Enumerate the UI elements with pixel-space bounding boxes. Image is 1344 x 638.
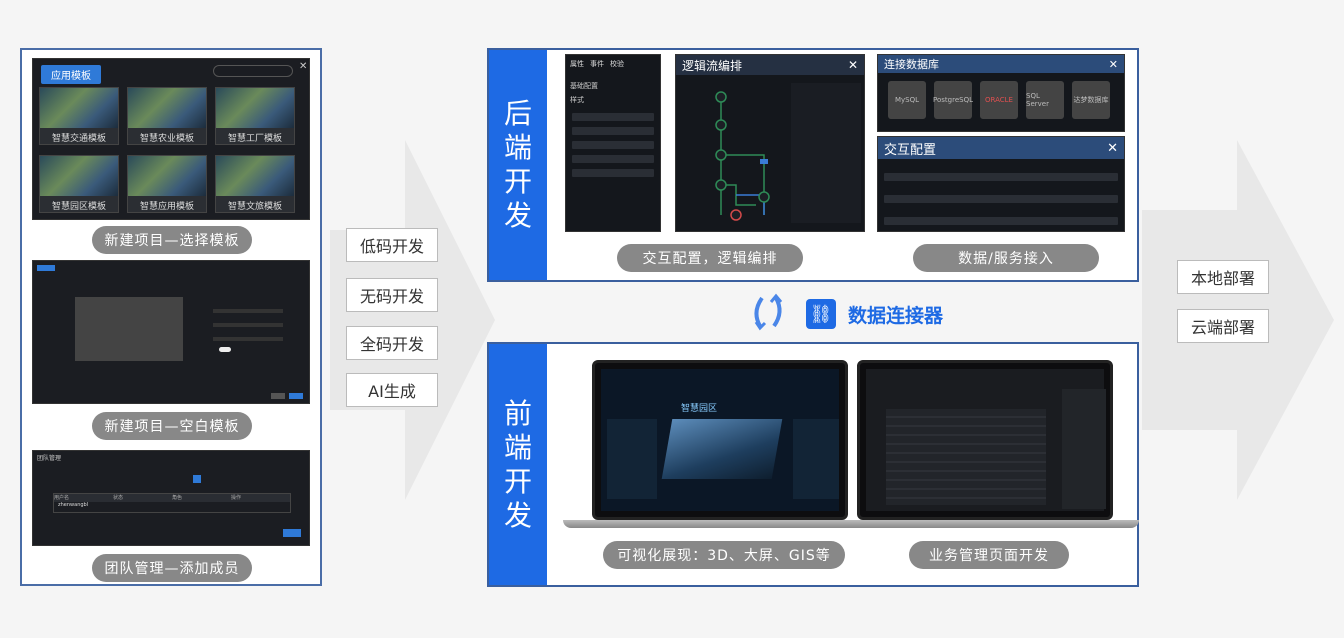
flow-editor: 逻辑流编排 ✕ xyxy=(675,54,865,232)
confirm-button[interactable] xyxy=(289,393,303,399)
dashboard-title: 智慧园区 xyxy=(681,401,717,414)
blank-template-screenshot xyxy=(32,260,310,404)
flow-title: 逻辑流编排 xyxy=(682,57,742,74)
flow-graph xyxy=(676,75,866,231)
caption-team-management: 团队管理—添加成员 xyxy=(92,554,252,582)
db-title: 连接数据库 xyxy=(884,56,939,72)
backend-box: 后端开发 属性 事件 校验 基础配置 样式 逻辑流编排 ✕ xyxy=(487,48,1139,282)
backend-label: 后端开发 xyxy=(489,50,547,280)
method-no-code: 无码开发 xyxy=(346,278,438,312)
interact-title: 交互配置 xyxy=(884,139,936,158)
close-icon[interactable]: ✕ xyxy=(299,61,307,72)
add-member-button[interactable] xyxy=(193,475,201,483)
template-tile[interactable]: 智慧农业模板 xyxy=(127,87,207,145)
method-arrow xyxy=(330,140,500,500)
cancel-button[interactable] xyxy=(271,393,285,399)
caption-business-pages: 业务管理页面开发 xyxy=(909,541,1069,569)
team-user: zhenwangbl xyxy=(54,502,290,508)
interaction-config-window: 交互配置 ✕ xyxy=(877,136,1125,232)
props-style[interactable]: 样式 xyxy=(566,93,660,107)
caption-interaction-logic: 交互配置，逻辑编排 xyxy=(617,244,803,272)
tab-props[interactable]: 属性 xyxy=(570,59,584,69)
frontend-label: 前端开发 xyxy=(489,344,547,585)
db-close-icon[interactable]: ✕ xyxy=(1109,58,1118,71)
template-search-input[interactable] xyxy=(213,65,293,77)
interact-close-icon[interactable]: ✕ xyxy=(1107,141,1118,156)
method-ai-gen: AI生成 xyxy=(346,373,438,407)
method-low-code: 低码开发 xyxy=(346,228,438,262)
template-tile[interactable]: 智慧文旅模板 xyxy=(215,155,295,213)
template-tile[interactable]: 智慧工厂模板 xyxy=(215,87,295,145)
template-select-screenshot: 应用模板 ✕ 智慧交通模板 智慧农业模板 智慧工厂模板 智慧园区模板 智慧应用模… xyxy=(32,58,310,220)
laptop-business xyxy=(857,360,1113,520)
props-basic[interactable]: 基础配置 xyxy=(566,73,660,93)
db-connect-window: 连接数据库 ✕ MySQL PostgreSQL ORACLE SQL Serve… xyxy=(877,54,1125,132)
canvas-placeholder xyxy=(75,297,183,361)
caption-visualization: 可视化展现：3D、大屏、GIS等 xyxy=(603,541,845,569)
tab-events[interactable]: 事件 xyxy=(590,59,604,69)
method-full-code: 全码开发 xyxy=(346,326,438,360)
caption-data-service: 数据/服务接入 xyxy=(913,244,1099,272)
team-title: 团队管理 xyxy=(37,453,61,462)
db-oracle[interactable]: ORACLE xyxy=(980,81,1018,119)
db-mysql[interactable]: MySQL xyxy=(888,81,926,119)
caption-select-template: 新建项目—选择模板 xyxy=(92,226,252,254)
tab-validate[interactable]: 校验 xyxy=(610,59,624,69)
db-postgresql[interactable]: PostgreSQL xyxy=(934,81,972,119)
template-tab[interactable]: 应用模板 xyxy=(41,65,101,84)
connector-label: 数据连接器 xyxy=(848,301,943,328)
toggle-switch[interactable] xyxy=(219,347,231,352)
frontend-box: 前端开发 智慧园区 可视化展现：3D、大屏、GIS等 业务管理页面开发 xyxy=(487,342,1139,587)
db-sqlserver[interactable]: SQL Server xyxy=(1026,81,1064,119)
sync-icon xyxy=(748,292,788,332)
template-tile[interactable]: 智慧交通模板 xyxy=(39,87,119,145)
left-panel: 应用模板 ✕ 智慧交通模板 智慧农业模板 智慧工厂模板 智慧园区模板 智慧应用模… xyxy=(20,48,322,586)
flow-close-icon[interactable]: ✕ xyxy=(848,58,858,72)
template-tile[interactable]: 智慧应用模板 xyxy=(127,155,207,213)
link-icon: ⛓ xyxy=(806,299,836,329)
db-dameng[interactable]: 达梦数据库 xyxy=(1072,81,1110,119)
team-close-button[interactable] xyxy=(283,529,301,537)
team-screenshot: 团队管理 用户名状态角色操作 zhenwangbl xyxy=(32,450,310,546)
template-tile[interactable]: 智慧园区模板 xyxy=(39,155,119,213)
props-panel: 属性 事件 校验 基础配置 样式 xyxy=(565,54,661,232)
deploy-cloud: 云端部署 xyxy=(1177,309,1269,343)
caption-blank-template: 新建项目—空白模板 xyxy=(92,412,252,440)
deploy-local: 本地部署 xyxy=(1177,260,1269,294)
laptop-visualization: 智慧园区 xyxy=(592,360,848,520)
